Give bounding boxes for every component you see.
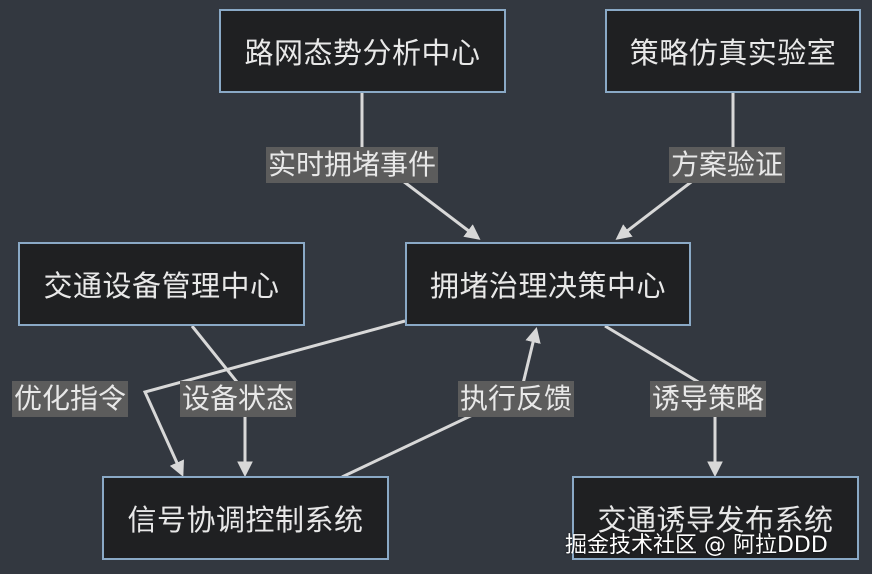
node-road-network-label: 路网态势分析中心 (244, 36, 481, 70)
node-road-network-center[interactable]: 路网态势分析中心 (219, 9, 506, 93)
node-device-center[interactable]: 交通设备管理中心 (18, 242, 305, 326)
node-strategy-lab[interactable]: 策略仿真实验室 (605, 9, 861, 93)
watermark-text: 掘金技术社区 @ 阿拉DDD (565, 533, 828, 558)
node-decision-center-label: 拥堵治理决策中心 (429, 269, 666, 303)
edge-label-guidance-strategy: 诱导策略 (650, 381, 767, 417)
node-signal-system[interactable]: 信号协调控制系统 (102, 476, 389, 560)
node-signal-system-label: 信号协调控制系统 (127, 503, 364, 537)
node-device-center-label: 交通设备管理中心 (43, 269, 280, 303)
node-guidance-system-label: 交通诱导发布系统 (597, 503, 834, 537)
node-strategy-lab-label: 策略仿真实验室 (629, 36, 837, 70)
edge-decision-to-signal (142, 319, 406, 477)
edge-label-realtime-event: 实时拥堵事件 (266, 147, 439, 183)
edge-label-device-status: 设备状态 (180, 381, 297, 417)
edge-label-plan-verify: 方案验证 (669, 147, 786, 183)
node-decision-center[interactable]: 拥堵治理决策中心 (405, 242, 691, 326)
edge-label-exec-feedback: 执行反馈 (458, 381, 575, 417)
edge-label-optimize-cmd: 优化指令 (12, 381, 129, 417)
node-guidance-system[interactable]: 交通诱导发布系统 (572, 476, 859, 560)
